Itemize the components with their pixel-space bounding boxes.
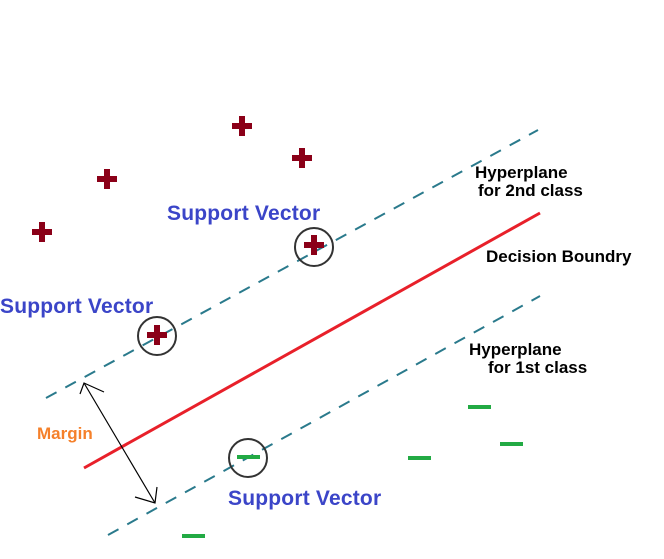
- positive-point: [232, 116, 252, 136]
- support-vector-label-left: Support Vector: [0, 295, 154, 318]
- hyperplane-1st-class: [107, 295, 541, 536]
- negative-point: [468, 405, 491, 409]
- positive-point: [292, 148, 312, 168]
- negative-point: [408, 456, 431, 460]
- positive-point-support-vector: [304, 235, 324, 255]
- hyperplane-2nd-class-label: Hyperplane for 2nd class: [475, 164, 583, 200]
- hyperplane-2nd-label-line2: for 2nd class: [478, 180, 583, 200]
- positive-point-support-vector: [147, 325, 167, 345]
- support-vector-circle-bottom: [228, 438, 268, 478]
- support-vector-circle-top: [294, 227, 334, 267]
- decision-boundary-line: [83, 211, 541, 470]
- decision-boundary-label: Decision Boundry: [486, 247, 632, 266]
- margin-label: Margin: [37, 424, 93, 443]
- positive-point: [97, 169, 117, 189]
- support-vector-label-top: Support Vector: [167, 202, 321, 225]
- hyperplane-2nd-class: [45, 129, 539, 399]
- negative-point: [500, 442, 523, 446]
- negative-point-support-vector: [237, 455, 260, 459]
- support-vector-label-bottom: Support Vector: [228, 487, 382, 510]
- hyperplane-2nd-label-line1: Hyperplane: [475, 163, 568, 182]
- margin-arrow: [79, 382, 158, 504]
- positive-point: [32, 222, 52, 242]
- support-vector-circle-left: [137, 316, 177, 356]
- hyperplane-1st-label-line1: Hyperplane: [469, 340, 562, 359]
- hyperplane-1st-class-label: Hyperplane for 1st class: [469, 341, 587, 377]
- negative-point: [182, 534, 205, 538]
- hyperplane-1st-label-line2: for 1st class: [488, 357, 588, 377]
